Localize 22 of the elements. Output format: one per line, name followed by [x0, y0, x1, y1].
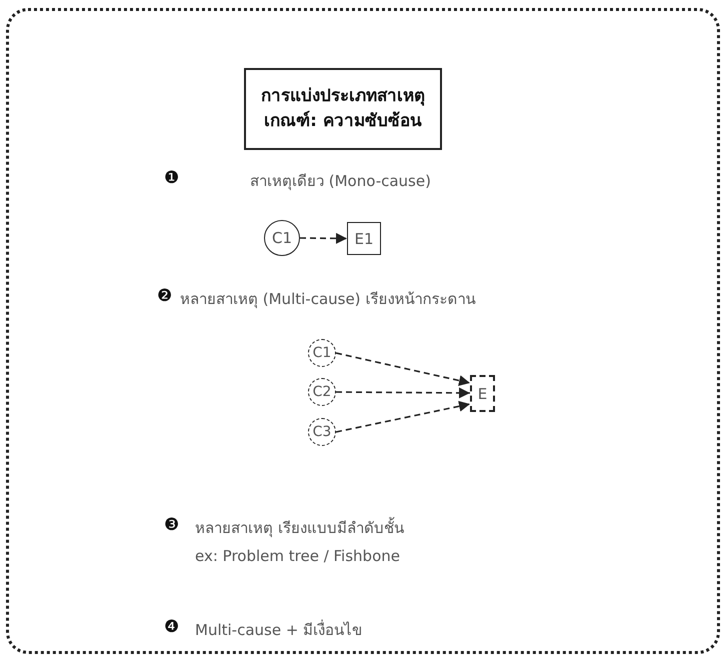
cause-circle: C2 [308, 378, 336, 406]
item-text: Multi-cause + มีเงื่อนไข [195, 618, 362, 641]
dashed-arrow [336, 387, 470, 398]
item-text: หลายสาเหตุ เรียงแบบมีลำดับชั้น [195, 516, 404, 540]
step-number: ❹ [164, 617, 180, 637]
dashed-arrow [336, 400, 470, 433]
effect-box: E1 [347, 222, 381, 255]
step-number: ❷ [157, 286, 172, 306]
title-text: การแบ่งประเภทสาเหตุ [261, 85, 425, 108]
cause-circle: C3 [308, 418, 336, 446]
dashed-arrow [300, 232, 347, 244]
dashed-arrow [336, 352, 470, 386]
example-text: ex: Problem tree / Fishbone [195, 547, 400, 565]
title-box [244, 68, 442, 150]
item-text: สาเหตุเดียว (Mono-cause) [250, 171, 431, 192]
cause-circle: C1 [308, 339, 336, 367]
step-number: ❸ [164, 515, 180, 535]
step-number: ❶ [164, 168, 180, 188]
effect-box: E [470, 375, 495, 412]
item-text: หลายสาเหตุ (Multi-cause) เรียงหน้ากระดาน [180, 289, 476, 310]
cause-circle: C1 [264, 220, 300, 256]
title-text: เกณฑ์: ความซับซ้อน [264, 110, 422, 133]
